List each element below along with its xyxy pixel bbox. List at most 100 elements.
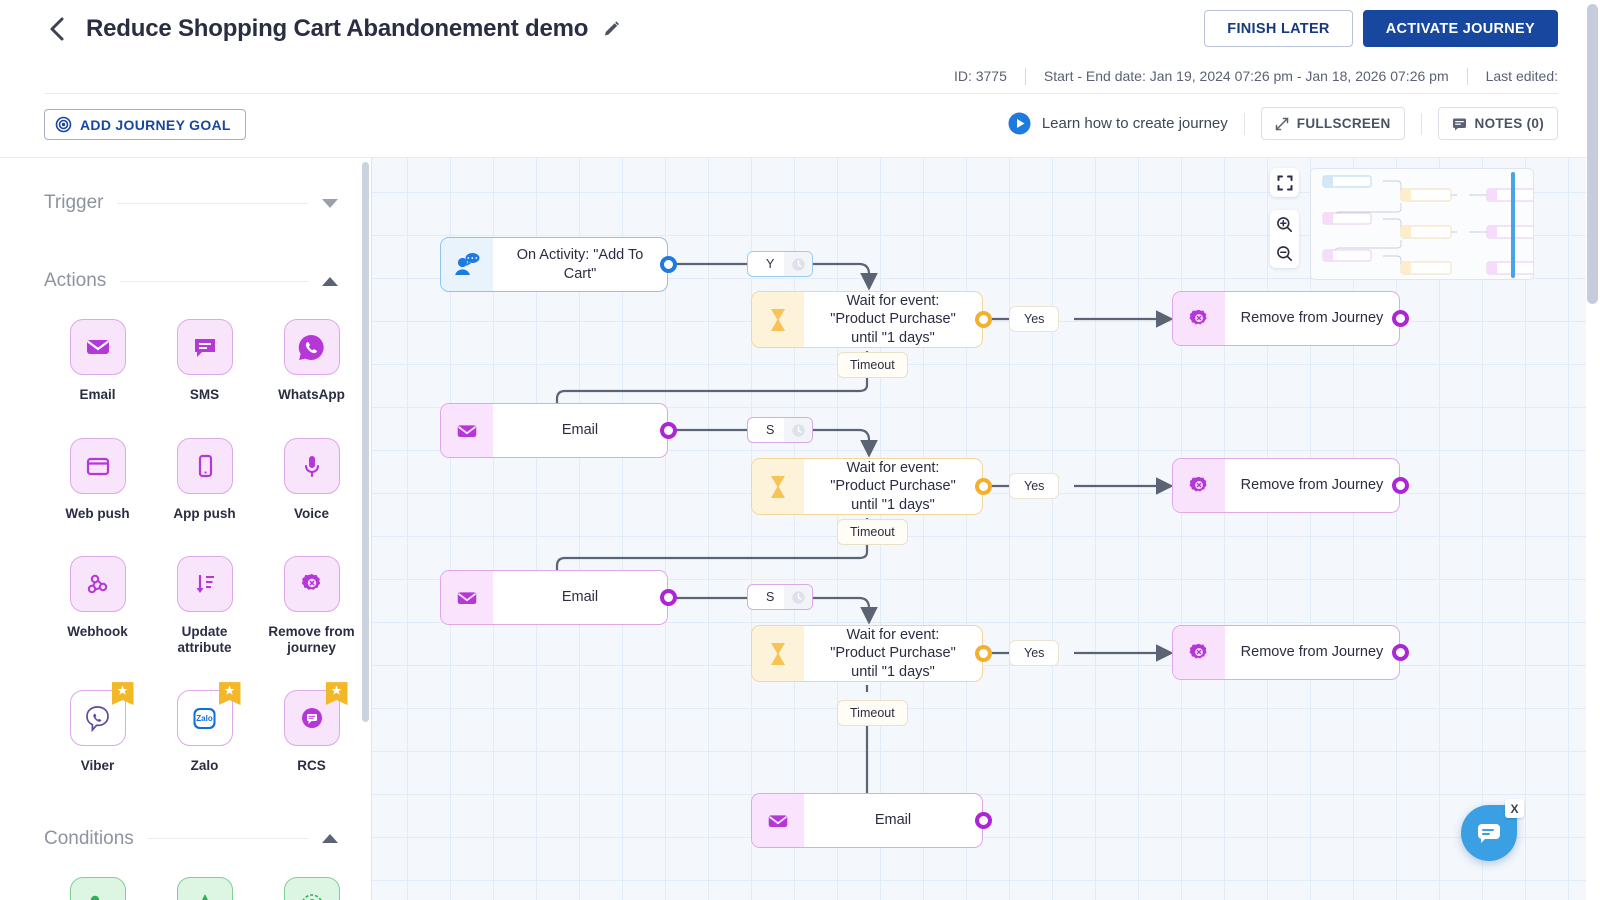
node-label: Remove from Journey <box>1240 310 1384 327</box>
learn-how-to-create-journey-link[interactable]: Learn how to create journey <box>1008 112 1244 135</box>
node-output-port[interactable] <box>1392 644 1409 661</box>
sidebar-section-trigger[interactable]: Trigger <box>0 188 371 218</box>
edge-label-text: Yes <box>1024 312 1045 326</box>
fit-screen-button[interactable] <box>1270 168 1299 197</box>
node-label: Wait for event: "Product Purchase" until… <box>830 626 956 680</box>
sidebar-content: Trigger Actions Email <box>0 158 371 900</box>
notes-button[interactable]: NOTES (0) <box>1437 107 1558 140</box>
node-output-port[interactable] <box>975 812 992 829</box>
journey-canvas[interactable]: On Activity: "Add To Cart" Y Wait for ev… <box>371 157 1586 900</box>
page-scrollbar[interactable] <box>1587 4 1598 896</box>
sidebar-scrollbar-thumb[interactable] <box>362 162 369 722</box>
chat-close-button[interactable]: X <box>1505 799 1524 818</box>
edge-label-timeout-1[interactable]: Timeout <box>837 352 908 378</box>
delay-chip-label: Y <box>766 257 775 271</box>
action-tile-label: Webhook <box>67 624 128 640</box>
condition-tile-star-check[interactable] <box>151 876 258 900</box>
delay-chip-1[interactable]: Y <box>747 251 813 277</box>
node-output-port[interactable] <box>975 311 992 328</box>
edge-label-timeout-3[interactable]: Timeout <box>837 700 908 726</box>
webhook-icon <box>87 574 107 594</box>
action-tile-rcs[interactable]: RCS <box>258 682 365 774</box>
tile-icon-box <box>69 319 126 375</box>
node-icon-box <box>752 794 804 847</box>
node-output-port[interactable] <box>975 478 992 495</box>
action-tile-zalo[interactable]: Zalo Zalo <box>151 682 258 774</box>
edge-label-timeout-2[interactable]: Timeout <box>837 519 908 545</box>
action-tile-web-push[interactable]: Web push <box>44 437 151 522</box>
action-tile-email[interactable]: Email <box>44 319 151 403</box>
chevron-up-icon[interactable] <box>322 276 338 286</box>
action-tile-viber[interactable]: Viber <box>44 682 151 774</box>
edge-label-yes-1[interactable]: Yes <box>1009 306 1060 332</box>
node-output-port[interactable] <box>1392 477 1409 494</box>
chevron-down-icon[interactable] <box>322 198 338 208</box>
section-rule <box>120 280 308 282</box>
edge-label-text: Timeout <box>850 525 895 539</box>
sidebar-scrollbar[interactable] <box>362 158 369 900</box>
zoom-in-button[interactable] <box>1270 210 1299 239</box>
condition-tile-user-add[interactable] <box>44 876 151 900</box>
node-output-port[interactable] <box>660 422 677 439</box>
node-label: Wait for event: "Product Purchase" until… <box>830 292 956 346</box>
node-label: Email <box>874 812 912 829</box>
add-journey-goal-button[interactable]: ADD JOURNEY GOAL <box>44 109 246 140</box>
target-icon <box>55 116 72 133</box>
action-tile-label: Viber <box>80 758 115 774</box>
node-remove-from-journey-3[interactable]: Remove from Journey <box>1172 625 1400 680</box>
node-email-1[interactable]: Email <box>440 403 668 458</box>
node-label: Email <box>561 589 599 606</box>
action-tile-whatsapp[interactable]: WhatsApp <box>258 319 365 403</box>
node-label: On Activity: "Add To Cart" <box>516 246 644 282</box>
page-scrollbar-thumb[interactable] <box>1587 4 1598 304</box>
tile-icon-box <box>283 556 340 613</box>
action-tile-webhook[interactable]: Webhook <box>44 556 151 655</box>
canvas-minimap[interactable] <box>1310 168 1534 280</box>
node-remove-from-journey-2[interactable]: Remove from Journey <box>1172 458 1400 513</box>
node-output-port[interactable] <box>1392 310 1409 327</box>
chevron-up-icon[interactable] <box>322 834 338 844</box>
finish-later-button[interactable]: FINISH LATER <box>1204 10 1353 47</box>
page-header: Reduce Shopping Cart Abandonement demo F… <box>0 0 1586 95</box>
node-wait-product-purchase-1[interactable]: Wait for event: "Product Purchase" until… <box>751 291 983 348</box>
condition-tile-audience[interactable] <box>258 876 365 900</box>
node-trigger-add-to-cart[interactable]: On Activity: "Add To Cart" <box>440 237 668 292</box>
node-output-port[interactable] <box>975 645 992 662</box>
node-output-port[interactable] <box>660 256 677 273</box>
action-tile-app-push[interactable]: App push <box>151 437 258 522</box>
delay-chip-2[interactable]: S <box>747 417 813 443</box>
delay-chip-3[interactable]: S <box>747 584 813 610</box>
edge-label-yes-2[interactable]: Yes <box>1009 473 1060 499</box>
node-remove-from-journey-1[interactable]: Remove from Journey <box>1172 291 1400 346</box>
chat-bubble-icon <box>194 339 215 357</box>
activate-journey-button[interactable]: ACTIVATE JOURNEY <box>1362 10 1558 47</box>
mobile-phone-icon <box>198 454 212 477</box>
fullscreen-button[interactable]: FULLSCREEN <box>1260 107 1405 140</box>
node-output-port[interactable] <box>660 589 677 606</box>
node-email-2[interactable]: Email <box>440 570 668 625</box>
delay-chip-label: S <box>766 423 775 437</box>
node-wait-product-purchase-3[interactable]: Wait for event: "Product Purchase" until… <box>751 625 983 682</box>
node-label: Remove from Journey <box>1240 477 1384 494</box>
edge-label-text: Timeout <box>850 358 895 372</box>
minimap-viewport-indicator[interactable] <box>1511 172 1515 278</box>
action-tile-remove-from-journey[interactable]: Remove from journey <box>258 556 365 655</box>
zoom-out-button[interactable] <box>1270 239 1299 268</box>
action-tile-voice[interactable]: Voice <box>258 437 365 522</box>
node-wait-product-purchase-2[interactable]: Wait for event: "Product Purchase" until… <box>751 458 983 515</box>
fit-screen-icon <box>1277 175 1292 190</box>
user-activity-icon <box>455 252 480 275</box>
tile-icon-box <box>283 437 340 494</box>
toolbar-right: Learn how to create journey FULLSCREEN <box>1008 107 1558 140</box>
zoom-out-icon <box>1277 246 1293 262</box>
action-tile-label: Update attribute <box>177 624 232 655</box>
action-tile-update-attribute[interactable]: Update attribute <box>151 556 258 655</box>
edit-title-button[interactable] <box>601 19 621 39</box>
action-tile-sms[interactable]: SMS <box>151 319 258 403</box>
node-email-3[interactable]: Email <box>751 793 983 848</box>
edge-label-yes-3[interactable]: Yes <box>1009 640 1060 666</box>
sidebar-section-actions[interactable]: Actions <box>0 266 371 296</box>
header-divider <box>44 93 1558 94</box>
sidebar-section-conditions[interactable]: Conditions <box>0 824 371 854</box>
back-button[interactable] <box>44 14 70 44</box>
